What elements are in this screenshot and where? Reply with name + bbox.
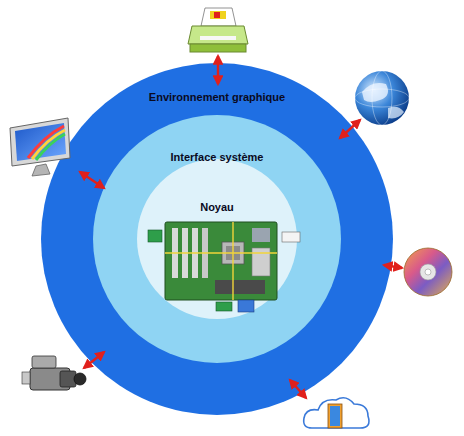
cloud-door-icon-part <box>330 406 340 426</box>
cd-icon-part <box>404 248 452 296</box>
cloud-door-icon-part <box>328 404 342 428</box>
globe-icon-part <box>388 107 404 119</box>
camcorder-icon-part <box>32 356 56 368</box>
monitor-icon-part <box>32 164 50 176</box>
ring-fill <box>41 63 393 415</box>
monitor-icon-part <box>15 123 66 161</box>
printer-icon-part <box>210 11 226 19</box>
globe-icon-part <box>355 71 409 125</box>
ring-label: Interface système <box>93 151 341 164</box>
camcorder-icon <box>22 356 86 390</box>
camcorder-icon-part <box>30 368 70 390</box>
globe-icon-part <box>372 71 392 125</box>
core-circle: Noyau <box>137 159 297 319</box>
ring-fill <box>93 115 341 363</box>
middle-ring: Interface systèmeNoyau <box>93 115 341 363</box>
printer-icon <box>188 8 248 52</box>
printer-icon-part <box>200 36 236 40</box>
monitor-icon-part <box>36 134 65 160</box>
printer-icon-part <box>201 8 236 26</box>
cd-icon <box>404 248 452 296</box>
cloud-door-icon-part <box>304 398 369 428</box>
cd-icon-part <box>420 264 436 280</box>
printer-icon-part <box>214 12 220 18</box>
camcorder-icon-part <box>60 371 76 387</box>
cd-icon-part <box>425 269 431 275</box>
monitor-icon-part <box>28 126 64 158</box>
camcorder-icon-part <box>22 372 30 384</box>
ring-shape <box>41 63 393 415</box>
monitor-icon-part <box>32 130 65 159</box>
ring-label: Environnement graphique <box>41 91 393 104</box>
cloud-door-icon <box>304 398 369 428</box>
ring-label: Noyau <box>137 201 297 214</box>
outer-ring: Environnement graphiqueInterface système… <box>41 63 393 415</box>
globe-icon <box>355 71 409 125</box>
printer-icon-part <box>190 44 246 52</box>
ring-shape <box>137 159 297 319</box>
printer-icon-part <box>188 26 248 44</box>
globe-icon-part <box>362 83 388 102</box>
camcorder-icon-part <box>74 373 86 385</box>
globe-icon-part <box>355 89 409 107</box>
ring-fill <box>137 159 297 319</box>
